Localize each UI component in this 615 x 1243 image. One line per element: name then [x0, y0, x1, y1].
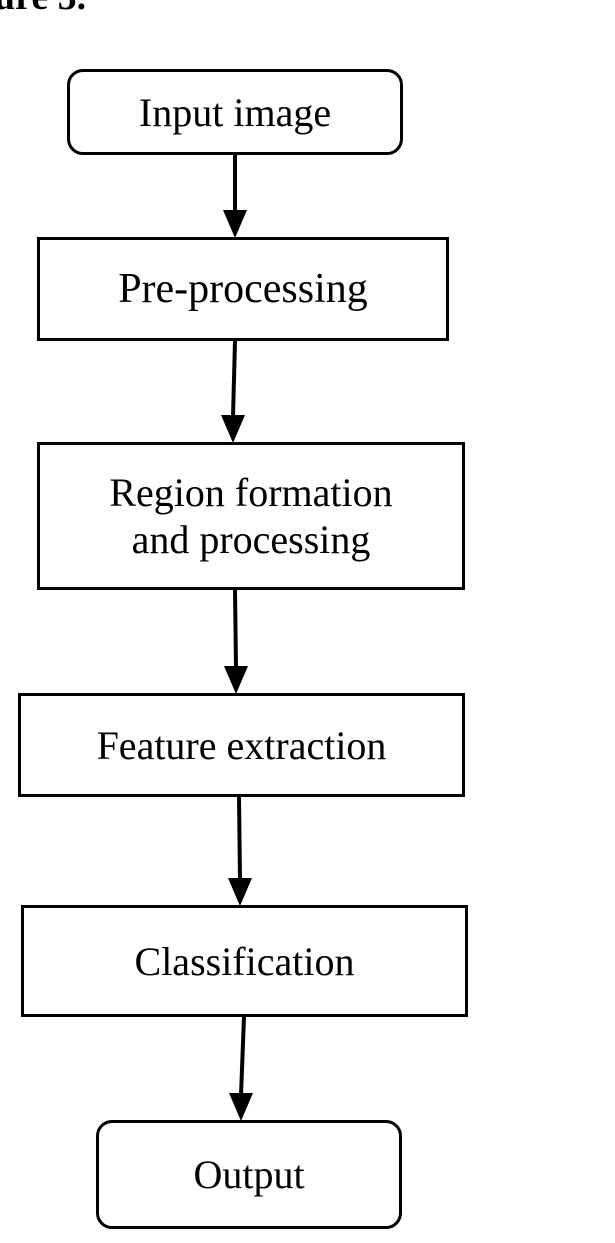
- node-classification: Classification: [21, 905, 468, 1017]
- node-region-formation: Region formation and processing: [37, 442, 465, 590]
- arrow-feature-to-classification: [228, 796, 252, 906]
- node-output: Output: [96, 1120, 402, 1229]
- node-preprocessing-label: Pre-processing: [118, 265, 368, 312]
- arrow-region-to-feature: [224, 589, 248, 694]
- arrow-preprocessing-to-region: [221, 340, 245, 443]
- node-preprocessing: Pre-processing: [37, 237, 449, 341]
- arrow-input-to-preprocessing: [223, 155, 247, 238]
- node-input-image-label: Input image: [138, 89, 332, 135]
- figure-caption-fragment: ure 5.: [0, 0, 86, 16]
- node-region-formation-line2: and processing: [131, 517, 371, 562]
- node-region-formation-label: Region formation and processing: [109, 469, 392, 563]
- node-feature-extraction-label: Feature extraction: [96, 722, 387, 768]
- node-classification-label: Classification: [134, 938, 355, 984]
- node-region-formation-line1: Region formation: [109, 470, 393, 515]
- arrow-classification-to-output: [229, 1016, 253, 1121]
- node-feature-extraction: Feature extraction: [18, 693, 465, 797]
- node-input-image: Input image: [67, 69, 403, 155]
- node-output-label: Output: [193, 1152, 305, 1197]
